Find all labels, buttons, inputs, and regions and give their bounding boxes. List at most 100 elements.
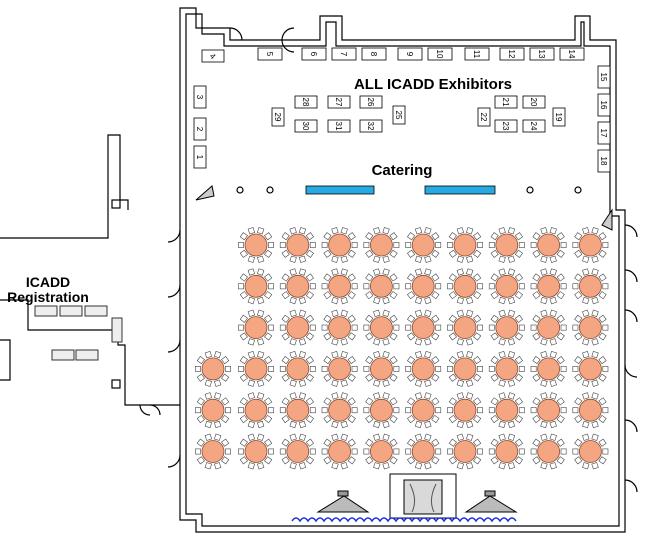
round-table-39 [321,392,358,429]
booth-number: 18 [599,157,608,166]
booth-13: 13 [529,47,555,61]
round-table-9 [238,268,274,305]
catering-label: Catering [372,162,433,179]
booth-number: 17 [599,129,608,138]
booth-number: 25 [394,111,403,120]
exhibitors-label: ALL ICADD Exhibitors [354,76,512,93]
round-table-37 [238,392,274,429]
booth-14: 14 [559,47,585,61]
booth-16: 16 [597,93,611,117]
round-table-31 [405,350,442,387]
booth-21: 21 [494,95,518,109]
booth-number: 10 [435,50,444,59]
booth-20: 20 [522,95,546,109]
booth-8: 8 [361,47,387,61]
booth-17: 17 [597,121,611,145]
booth-number: 12 [507,50,516,59]
round-table-49 [321,433,358,470]
booth-5: 5 [257,47,283,61]
booth-25: 25 [392,105,406,125]
booth-number: 6 [309,52,318,57]
round-table-54 [530,433,567,470]
round-table-8 [572,227,609,263]
booth-number: 7 [339,52,348,57]
round-table-45 [572,392,609,429]
booth-26: 26 [359,95,383,109]
booth-9: 9 [397,47,423,61]
round-table-43 [488,392,525,429]
booth-number: 27 [334,98,343,107]
booth-number: 3 [195,95,204,100]
booth-number: 28 [301,98,310,107]
booth-18: 18 [597,149,611,173]
booth-15: 15 [597,65,611,89]
round-table-17 [572,268,609,305]
round-table-23 [447,309,483,346]
round-table-20 [321,309,358,346]
round-table-30 [363,350,400,387]
booth-number: 19 [554,113,563,122]
round-table-29 [321,350,358,387]
booth-number: 22 [479,113,488,122]
round-table-12 [363,268,400,305]
round-table-51 [405,433,442,470]
booth-number: 5 [265,52,274,57]
round-table-55 [572,433,609,470]
registration-label-line2: Registration [7,289,89,305]
booth-1: 1 [193,145,207,169]
booth-7: 7 [331,47,357,61]
round-table-5 [447,227,483,263]
round-table-10 [279,268,316,305]
round-table-56 [195,433,231,470]
round-table-42 [447,392,483,429]
booth-number: 14 [567,50,576,59]
booth-number: 2 [195,127,204,132]
booth-number: 11 [472,50,481,59]
round-table-7 [530,227,567,263]
round-table-0 [238,227,274,263]
round-table-28 [279,350,316,387]
booth-27: 27 [327,95,351,109]
booth-30: 30 [294,119,318,133]
round-table-32 [447,350,483,387]
catering-table-right [424,185,496,195]
round-table-48 [279,433,316,470]
booth-4: 4 [201,49,225,63]
round-table-25 [530,309,567,346]
round-table-6 [488,227,525,263]
round-table-53 [488,433,525,470]
round-table-3 [363,227,400,263]
round-table-19 [279,309,316,346]
speaker-right [464,495,518,513]
booth-number: 26 [366,98,375,107]
booth-24: 24 [522,119,546,133]
round-table-52 [447,433,483,470]
round-table-41 [405,392,442,429]
speaker-left [316,495,370,513]
booth-number: 1 [195,155,204,160]
booth-number: 16 [599,101,608,110]
booth-11: 11 [464,47,490,61]
booth-28: 28 [294,95,318,109]
booth-number: 32 [366,122,375,131]
round-table-26 [572,309,609,346]
booth-29: 29 [271,107,285,127]
booth-number: 9 [405,52,414,57]
stage-drape [291,517,517,523]
booth-number: 4 [208,52,218,62]
booth-number: 8 [369,52,378,57]
round-table-46 [195,392,231,429]
registration-label-line1: ICADD [26,274,70,290]
round-table-15 [488,268,525,305]
round-table-50 [363,433,400,470]
booth-23: 23 [494,119,518,133]
booth-10: 10 [427,47,453,61]
round-table-1 [279,227,316,263]
booth-number: 31 [334,122,343,131]
booth-3: 3 [193,85,207,109]
booth-12: 12 [499,47,525,61]
stage [291,473,518,523]
round-table-22 [405,309,442,346]
